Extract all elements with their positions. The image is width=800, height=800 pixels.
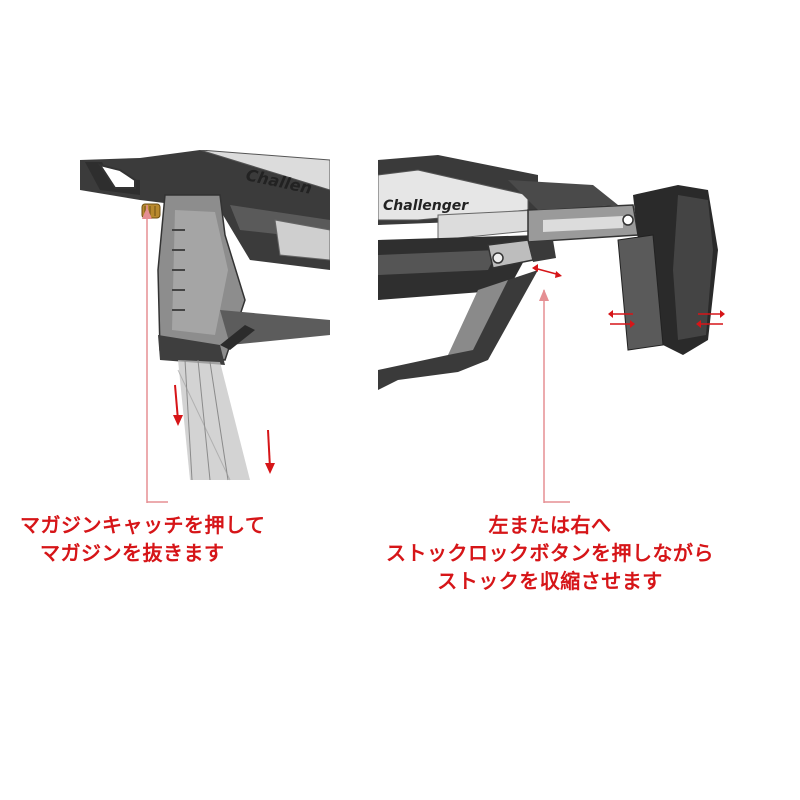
left-right-arrow-icon	[608, 310, 635, 328]
stock-strut	[378, 270, 538, 390]
stock-lock-illustration: Challenger	[378, 150, 728, 400]
magazine	[177, 359, 250, 481]
down-arrow-icon	[173, 384, 183, 426]
magazine-release-caption: マガジンキャッチを押して マガジンを抜きます	[20, 511, 320, 567]
upper-receiver: Challen	[80, 150, 330, 270]
buttpad	[617, 185, 718, 355]
caption-line: 左または右へ	[488, 513, 612, 537]
stock-rail	[508, 180, 639, 251]
caption-line: マガジンを抜きます	[40, 541, 225, 565]
magazine-well	[158, 310, 330, 365]
left-right-arrow-icon	[532, 264, 562, 278]
magazine-release-illustration: Challen	[80, 150, 330, 490]
caption-line: ストックロックボタンを押しながら	[386, 541, 714, 565]
left-right-arrow-icon	[696, 310, 725, 328]
brand-text: Challenger	[383, 198, 469, 214]
stock-lock-caption: 左または右へ ストックロックボタンを押しながら ストックを収縮させます	[360, 511, 740, 595]
down-arrow-icon	[265, 429, 275, 474]
stock-lock-button[interactable]	[487, 239, 556, 269]
magazine-catch[interactable]	[141, 203, 161, 219]
caption-line: ストックを収縮させます	[437, 569, 663, 593]
caption-line: マガジンキャッチを押して	[20, 513, 266, 537]
trigger-guard	[85, 162, 140, 195]
